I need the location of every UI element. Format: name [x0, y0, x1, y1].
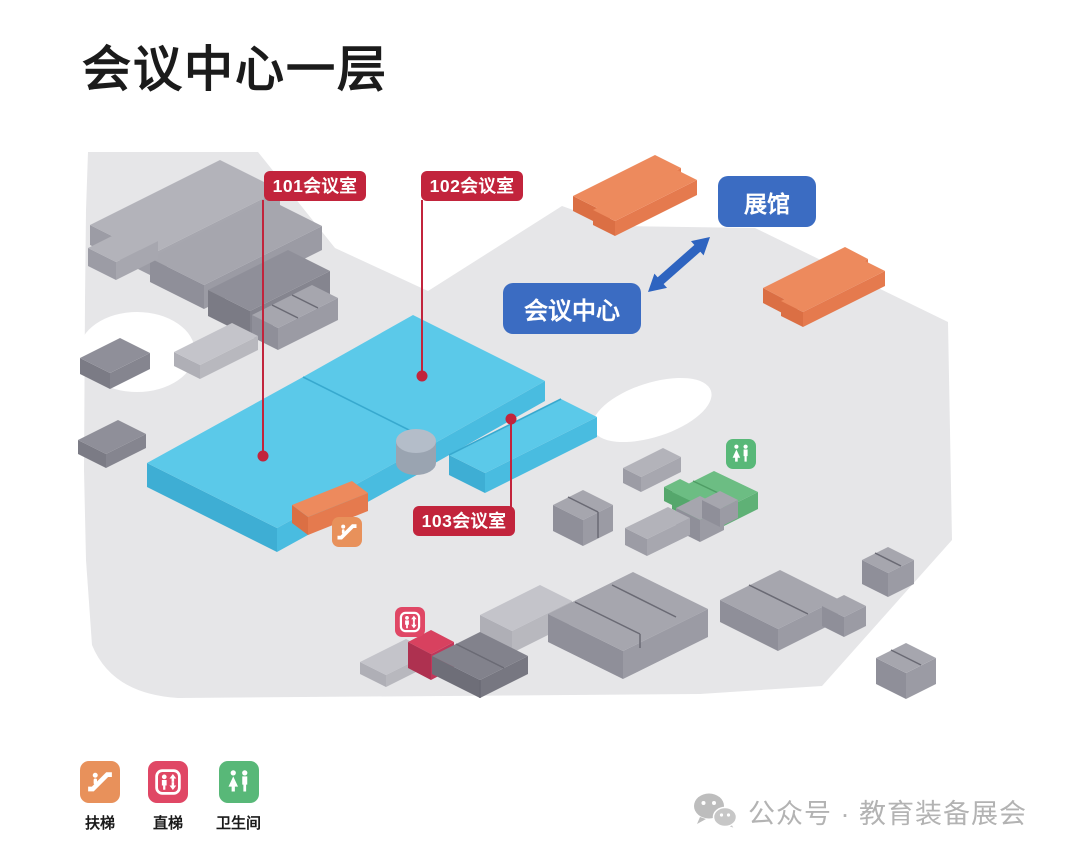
elevator-icon	[148, 761, 188, 803]
restroom-icon	[218, 761, 259, 803]
direction-arrow	[648, 237, 710, 292]
floor-cutout-center	[592, 377, 712, 443]
page-title: 会议中心一层	[82, 43, 389, 97]
room-label-102: 102会议室	[421, 171, 523, 201]
leader-line-103	[505, 413, 517, 507]
exhibition-hall-label: 展馆	[718, 176, 816, 227]
watermark-text: 公众号 · 教育装备展会	[748, 798, 1027, 829]
building-blocks-east	[553, 448, 936, 699]
escalator-icon	[80, 761, 120, 803]
building-blocks-south	[360, 572, 708, 698]
building-cluster-northwest	[88, 160, 338, 350]
legend-label-restroom: 卫生间	[216, 815, 262, 832]
elevator-map-icon	[395, 607, 425, 637]
legend-label-elevator: 直梯	[152, 815, 183, 832]
legend-item-restroom: 卫生间	[216, 761, 261, 833]
watermark: 公众号 · 教育装备展会	[692, 790, 1027, 832]
legend: 扶梯 直梯 卫生间	[80, 761, 261, 833]
escalator-ramp-right	[763, 247, 885, 327]
entrance-cylinder	[396, 429, 436, 475]
wechat-icon	[694, 793, 738, 831]
escalator-ramp-top	[573, 155, 697, 236]
room-103-block	[448, 398, 597, 493]
leader-line-101	[257, 200, 269, 462]
escalator-ramp-conference	[292, 481, 368, 535]
legend-label-escalator: 扶梯	[84, 815, 115, 832]
restroom-map-icon	[726, 439, 756, 469]
building-midleft	[78, 323, 258, 468]
room-label-101: 101会议室	[264, 171, 366, 201]
leader-line-102	[416, 200, 428, 382]
escalator-map-icon	[332, 517, 362, 547]
room-label-103: 103会议室	[413, 506, 515, 536]
legend-item-elevator: 直梯	[148, 761, 188, 833]
conference-center-label: 会议中心	[503, 283, 641, 334]
legend-item-escalator: 扶梯	[80, 761, 120, 833]
